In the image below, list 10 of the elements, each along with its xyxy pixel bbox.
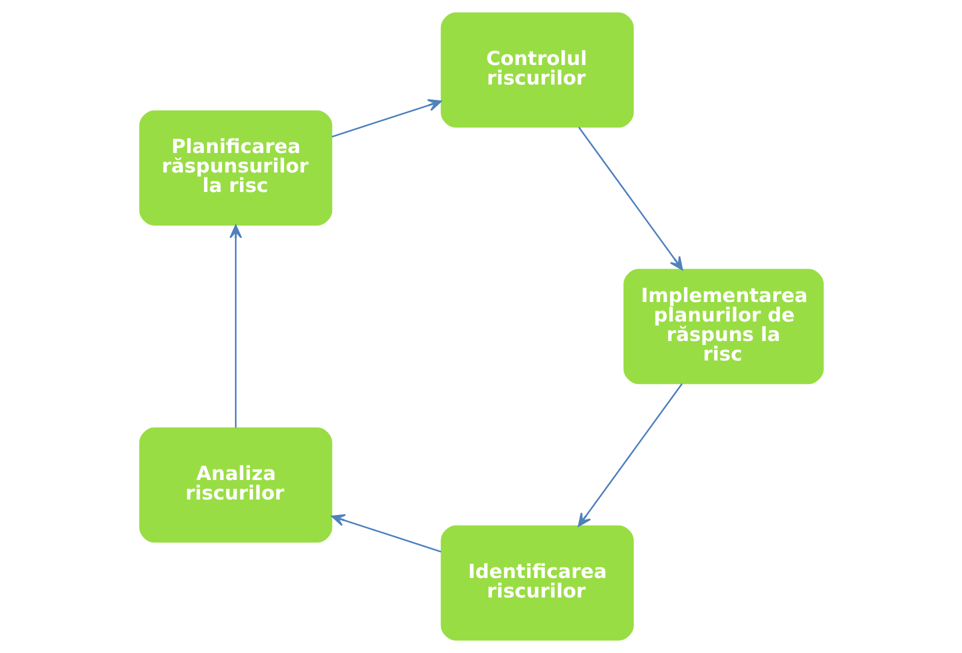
- arrow: [229, 224, 242, 428]
- arrow: [578, 126, 682, 270]
- node-box: Identificarea riscurilor: [440, 525, 634, 641]
- arrow: [331, 99, 442, 138]
- node-box: Implementarea planurilor de răspuns la risc: [622, 268, 824, 384]
- arrow: [330, 514, 441, 552]
- node-box: Controlul riscurilor: [440, 12, 634, 128]
- arrow: [577, 383, 682, 527]
- node-box: Analiza riscurilor: [138, 427, 332, 543]
- node-box: Planificarea răspunsurilor la risc: [138, 110, 332, 226]
